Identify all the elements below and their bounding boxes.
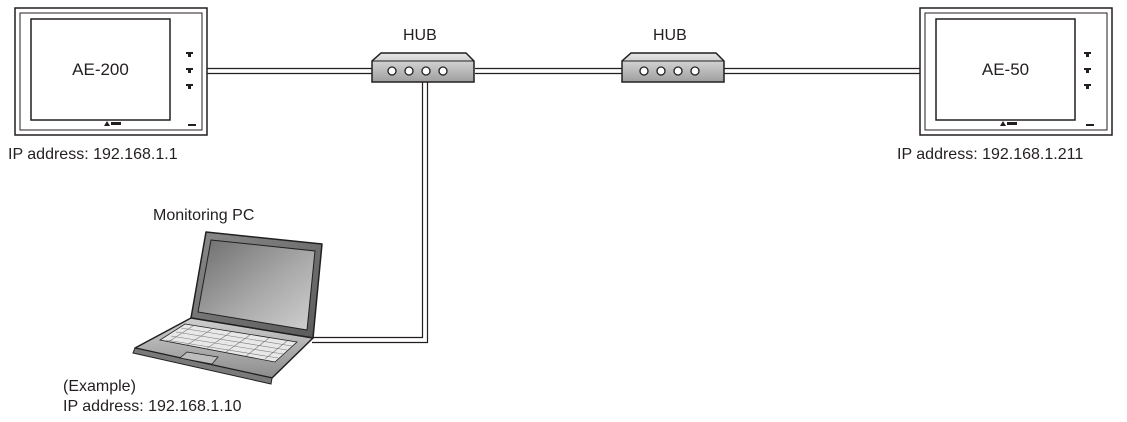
laptop-keyboard [158,323,298,363]
hub-1-ports [387,66,448,76]
laptop-screen [197,239,316,331]
hub-2-icon [621,52,725,83]
ae50-logo-icon [1000,121,1017,126]
cable-hub2-ae50 [724,67,920,75]
ae50-name-label: AE-50 [981,60,1030,79]
hub-1-icon [371,52,475,83]
cable-hub1-pc [312,82,429,344]
monitoring-pc-title: Monitoring PC [153,207,255,224]
hub-1-label: HUB [403,27,437,44]
cable-hub1-hub2 [475,67,622,75]
hub-2-label: HUB [653,27,687,44]
ae50-ip-label: IP address: 192.168.1.211 [897,146,1084,163]
hub-2-ports [639,66,700,76]
monitoring-pc-ip-label: IP address: 192.168.1.10 [63,398,242,415]
ae200-name-label: AE-200 [72,60,129,79]
ae200-controller-icon [14,7,208,136]
cable-ae200-hub1 [207,67,372,75]
laptop-touchpad [179,351,219,365]
ae200-logo-icon [104,121,121,126]
monitoring-pc-example-note: (Example) [63,378,136,395]
ae50-controller-icon [919,7,1113,136]
monitoring-pc-laptop-icon [132,231,323,385]
ae200-ip-label: IP address: 192.168.1.1 [8,146,178,163]
